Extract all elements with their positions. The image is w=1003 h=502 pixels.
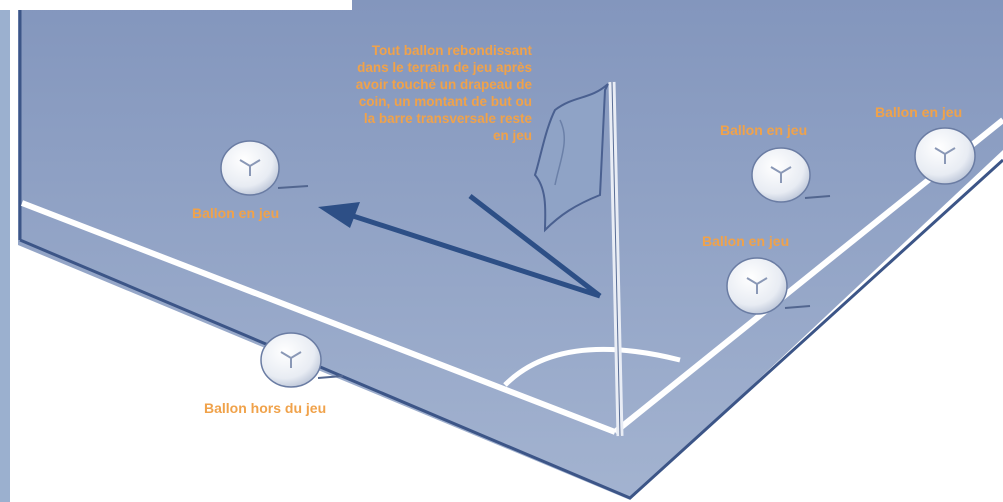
- ball-out-of-play-label: Ballon hors du jeu: [204, 400, 326, 417]
- rule-note-line: la barre transversale reste: [268, 110, 532, 127]
- rule-note-line: coin, un montant de but ou: [268, 93, 532, 110]
- rule-note-line: avoir touché un drapeau de: [268, 76, 532, 93]
- ball-in-play-label-right-top: Ballon en jeu: [720, 122, 807, 139]
- rule-note-line: en jeu: [268, 127, 532, 144]
- header-box: [0, 0, 352, 10]
- rule-note-line: Tout ballon rebondissant: [268, 42, 532, 59]
- rule-note-line: dans le terrain de jeu après: [268, 59, 532, 76]
- rule-note: Tout ballon rebondissant dans le terrain…: [268, 42, 532, 144]
- ball-in-play-label-right-mid: Ballon en jeu: [702, 233, 789, 250]
- ball-in-play-label-far-right: Ballon en jeu: [875, 104, 962, 121]
- ball-in-play-label-left: Ballon en jeu: [192, 205, 279, 222]
- soccer-ball-icon: [915, 128, 975, 184]
